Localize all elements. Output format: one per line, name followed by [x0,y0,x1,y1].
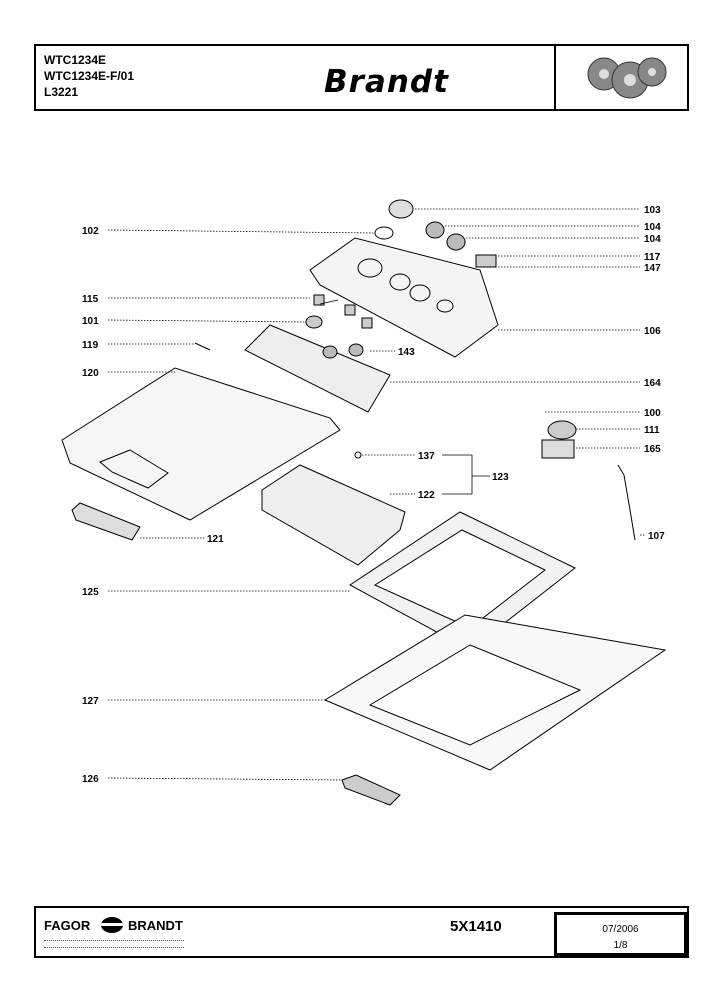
part-119-clip [194,342,211,351]
part-104-knob-a [425,221,445,239]
lid-handle [99,449,169,489]
model-list: WTC1234E WTC1234E-F/01 L3221 [44,52,134,100]
part-120-lid [61,367,341,521]
part-104-knob-b [446,233,466,251]
callout-125: 125 [82,587,99,598]
callout-111: 111 [644,425,660,436]
callout-165: 165 [644,444,661,455]
page-number: 1/8 [613,940,628,951]
callout-121: 121 [207,534,224,545]
callout-117: 117 [644,252,661,263]
document-date: 07/2006 [602,924,639,935]
callout-120: 120 [82,368,99,379]
fagor-logo: FAGOR [44,918,91,933]
footer-fine-print [44,940,184,948]
part-126 [341,774,401,806]
part-107-wire [617,464,636,541]
callout-122: 122 [418,490,435,501]
brandt-logo: BRANDT [128,918,183,933]
footer-block: FAGOR BRANDT 5X1410 07/2006 1/8 [34,906,689,958]
part-106-panel [309,237,499,358]
document-code: 5X1410 [450,918,502,935]
callout-123: 123 [492,472,509,483]
part-122-drawer [261,464,406,566]
part-117-button [475,254,497,268]
part-115-clip-c [361,317,373,329]
callout-164: 164 [644,378,661,389]
callout-107: 107 [648,531,665,542]
title-block: WTC1234E WTC1234E-F/01 L3221 Brandt [34,44,689,111]
part-137-screw [354,451,362,459]
part-165 [541,439,575,459]
callout-115: 115 [82,294,99,305]
model-3: L3221 [44,85,79,99]
part-115-clip-a [313,294,325,306]
part-143-a [322,345,338,359]
part-121-handle [71,502,141,541]
part-143-b [348,343,364,357]
panel-hole-1 [357,258,383,278]
callout-137: 137 [418,451,435,462]
model-1: WTC1234E [44,53,107,67]
leader-102 [107,229,376,234]
gear-logo [554,44,689,111]
callout-103: 103 [644,205,661,216]
callout-104b: 104 [644,234,661,245]
callout-127: 127 [82,696,99,707]
model-2: WTC1234E-F/01 [44,69,135,83]
brand-logo: Brandt [324,64,449,100]
callout-126: 126 [82,774,99,785]
callout-100: 100 [644,408,661,419]
callout-106: 106 [644,326,661,337]
callout-104a: 104 [644,222,661,233]
date-page-box: 07/2006 1/8 [554,912,687,956]
callout-102: 102 [82,226,99,237]
callout-147: 147 [644,263,661,274]
part-111 [547,420,577,440]
part-101 [305,315,323,329]
panel-hole-3 [409,284,431,302]
callout-101: 101 [82,316,99,327]
part-102-ring [374,226,394,240]
leader-101 [107,319,306,323]
part-103-knob [388,199,414,219]
fagor-brandt-mark [100,917,124,933]
callout-119: 119 [82,340,99,351]
part-115-clip-b [344,304,356,316]
panel-hole-2 [389,273,411,291]
panel-hole-4 [436,299,454,313]
callout-143: 143 [398,347,415,358]
bracket-123 [442,454,473,495]
leader-126 [107,777,343,781]
part-164-board [244,324,391,413]
